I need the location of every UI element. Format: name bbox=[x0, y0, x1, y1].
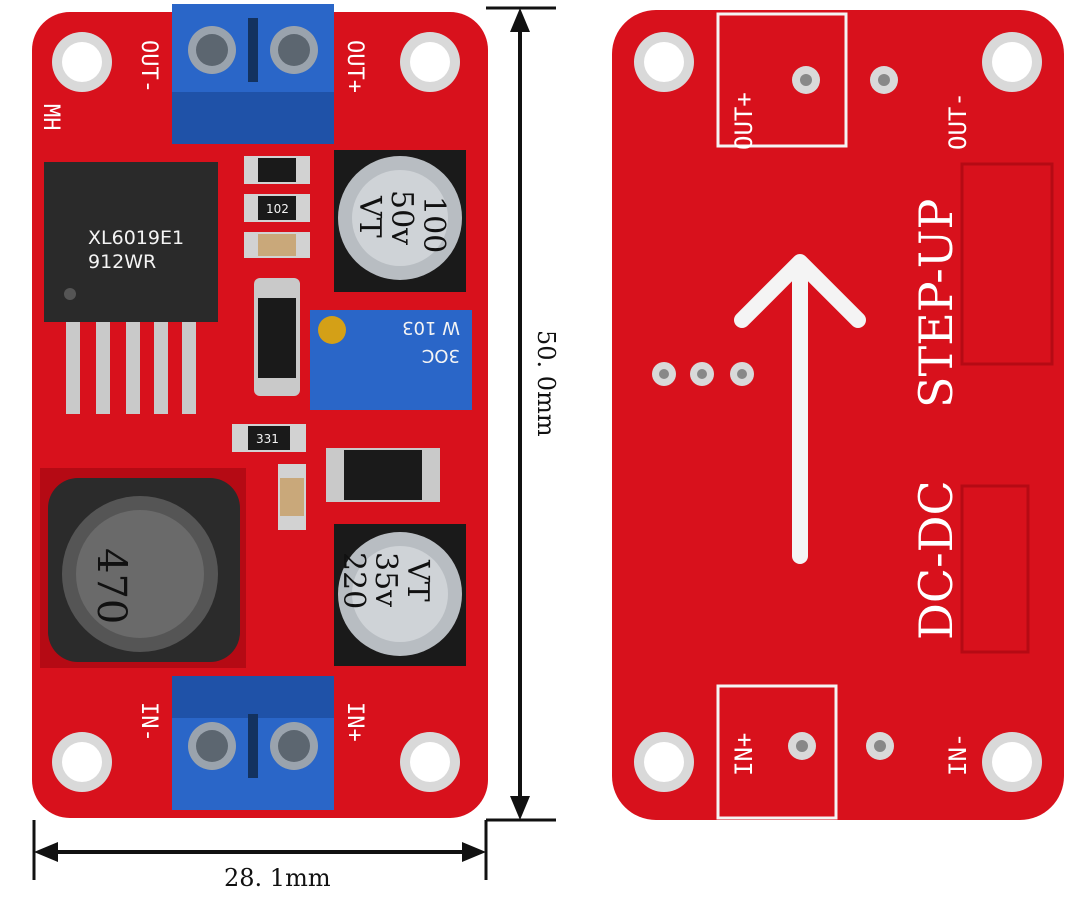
pot-code-1: W 103 bbox=[402, 317, 460, 338]
smd-capacitor bbox=[278, 464, 306, 530]
smd-resistor bbox=[244, 156, 310, 184]
diode bbox=[254, 278, 300, 396]
solder-pad bbox=[870, 66, 898, 94]
cap-top-voltage: 50v bbox=[384, 190, 419, 245]
inductor-label: 470 bbox=[88, 548, 134, 624]
solder-pad bbox=[652, 362, 676, 386]
ic-label-line2: 912WR bbox=[88, 251, 156, 273]
resistor-top-label: 102 bbox=[266, 202, 289, 216]
electrolytic-capacitor-top: 100 50v VT bbox=[334, 150, 466, 292]
front-in-minus-label: IN- bbox=[136, 702, 161, 742]
height-label: 50. 0mm bbox=[532, 330, 560, 437]
solder-pad bbox=[730, 362, 754, 386]
front-mh-label: MH bbox=[38, 104, 63, 131]
back-pcb bbox=[612, 10, 1064, 820]
dimension-annotations: 50. 0mm 28. 1mm bbox=[32, 6, 560, 892]
front-board: OUT- OUT+ IN- IN+ MH XL6019E1 912WR 102 bbox=[32, 4, 488, 818]
back-title-dc-dc: DC-DC bbox=[909, 480, 963, 640]
schottky-diode bbox=[326, 448, 440, 502]
via-field-top bbox=[960, 162, 1054, 366]
solder-pad bbox=[792, 66, 820, 94]
back-board: OUT+ OUT- IN+ IN- STEP-UP DC-DC bbox=[612, 10, 1064, 820]
cap-bottom-voltage: 35v bbox=[368, 552, 403, 607]
mounting-hole bbox=[400, 32, 460, 92]
pot-code-2: 3OC bbox=[422, 345, 460, 366]
power-inductor: 470 bbox=[40, 468, 246, 668]
width-label: 28. 1mm bbox=[224, 864, 331, 892]
mounting-hole bbox=[982, 732, 1042, 792]
trimmer-potentiometer: W 103 3OC bbox=[310, 310, 472, 410]
solder-pad bbox=[690, 362, 714, 386]
ic-label-line1: XL6019E1 bbox=[88, 227, 184, 249]
step-up-arrow bbox=[734, 254, 866, 564]
front-out-plus-label: OUT+ bbox=[342, 40, 367, 93]
back-title-step-up: STEP-UP bbox=[909, 199, 963, 408]
cap-top-value: 100 bbox=[416, 196, 451, 253]
back-in-plus-label: IN+ bbox=[730, 733, 758, 776]
electrolytic-capacitor-bottom: 220 35v VT bbox=[334, 524, 466, 666]
resistor-mid-label: 331 bbox=[256, 432, 279, 446]
smd-resistor: 102 bbox=[244, 194, 310, 222]
back-in-minus-label: IN- bbox=[944, 733, 972, 776]
cap-bottom-series: VT bbox=[400, 559, 435, 602]
cap-top-series: VT bbox=[352, 195, 387, 238]
via-field-bottom bbox=[960, 484, 1030, 654]
mounting-hole bbox=[52, 732, 112, 792]
mounting-hole bbox=[52, 32, 112, 92]
cap-bottom-value: 220 bbox=[336, 552, 371, 609]
smd-capacitor bbox=[244, 232, 310, 258]
front-out-minus-label: OUT- bbox=[136, 40, 161, 93]
mounting-hole bbox=[634, 732, 694, 792]
mounting-hole bbox=[982, 32, 1042, 92]
solder-pad bbox=[866, 732, 894, 760]
solder-pad bbox=[788, 732, 816, 760]
out-plus-pad-outline bbox=[716, 12, 848, 148]
back-out-plus-label: OUT+ bbox=[730, 92, 758, 150]
smd-resistor: 331 bbox=[232, 424, 306, 452]
mounting-hole bbox=[634, 32, 694, 92]
back-out-minus-label: OUT- bbox=[944, 92, 972, 150]
mounting-hole bbox=[400, 732, 460, 792]
input-terminal-block bbox=[172, 676, 334, 810]
output-terminal-block bbox=[172, 4, 334, 144]
front-in-plus-label: IN+ bbox=[342, 702, 367, 742]
in-plus-pad-outline bbox=[716, 684, 838, 820]
regulator-ic: XL6019E1 912WR bbox=[44, 162, 218, 414]
